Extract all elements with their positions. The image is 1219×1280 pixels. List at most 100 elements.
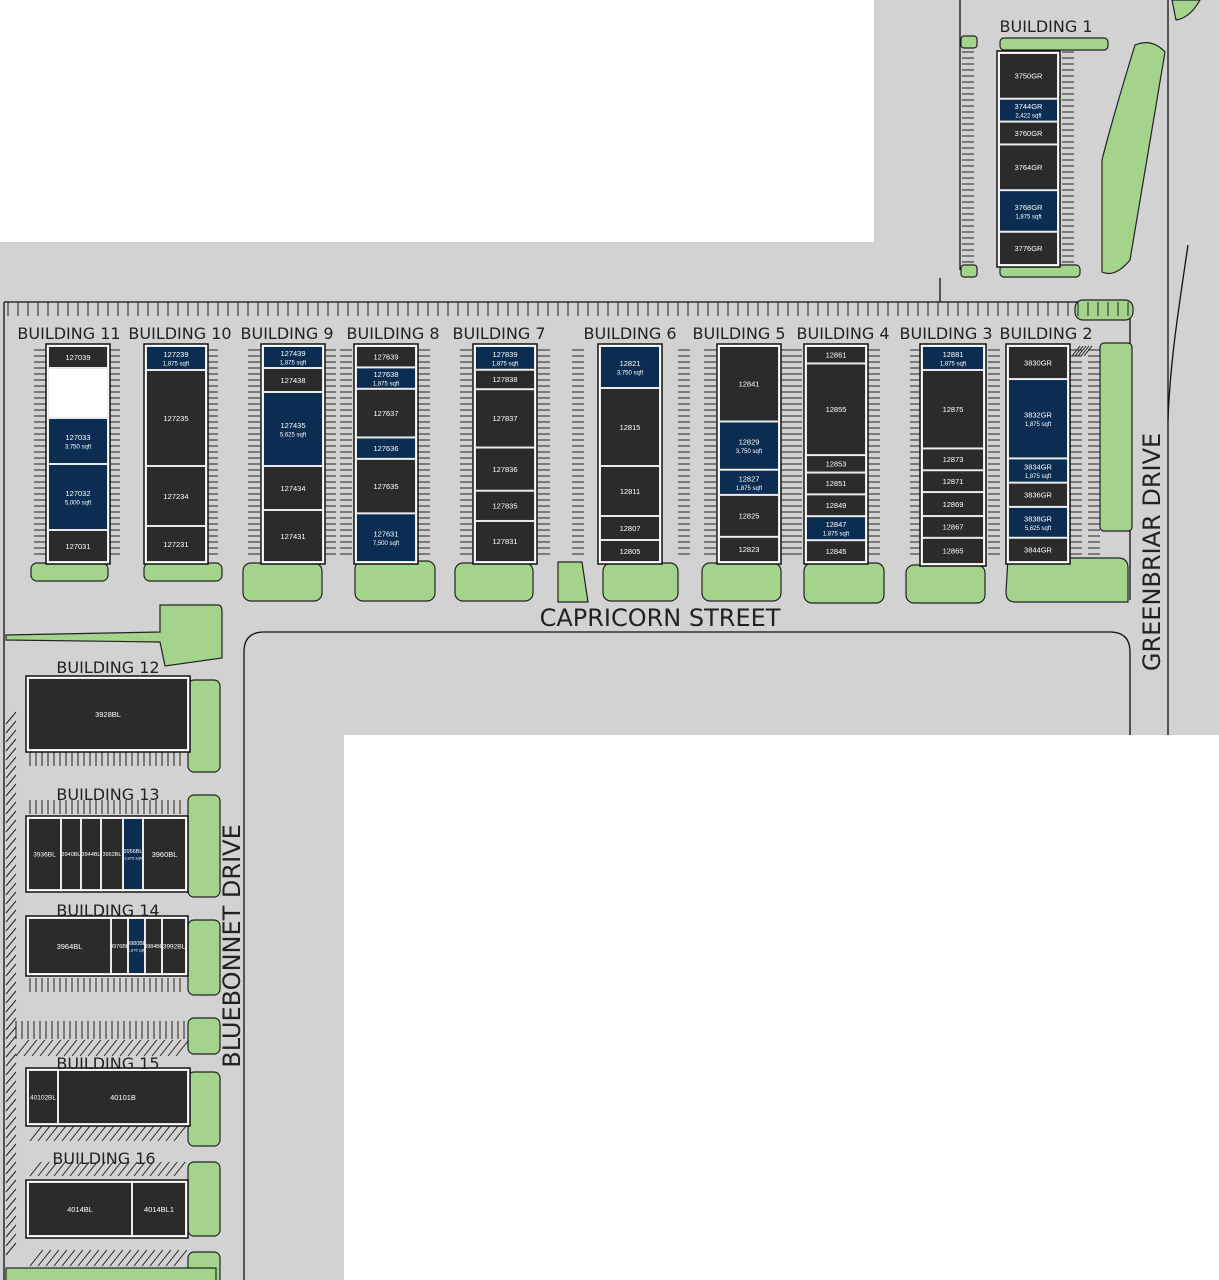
unit-3952BL[interactable]: 3952BL bbox=[101, 818, 123, 890]
unit-3776GR[interactable]: 3776GR bbox=[999, 231, 1058, 266]
unit-12845[interactable]: 12845 bbox=[806, 540, 866, 563]
unit-12849[interactable]: 12849 bbox=[806, 494, 866, 517]
unit-3964BL[interactable]: 3964BL bbox=[28, 918, 111, 974]
unit-12805[interactable]: 12805 bbox=[600, 540, 660, 562]
unit-127434[interactable]: 127434 bbox=[263, 466, 323, 510]
unit-12811[interactable]: 12811 bbox=[600, 466, 660, 516]
unit-3992BL[interactable]: 3992BL bbox=[162, 918, 186, 974]
unit-3750GR[interactable]: 3750GR bbox=[999, 53, 1058, 99]
unit-12841[interactable]: 12841 bbox=[719, 346, 779, 422]
unit-shape bbox=[922, 537, 984, 565]
unit-127831[interactable]: 127831 bbox=[475, 520, 535, 563]
unit-127235[interactable]: 127235 bbox=[146, 370, 206, 466]
unit-12853[interactable]: 12853 bbox=[806, 455, 866, 473]
unit-127636[interactable]: 127636 bbox=[356, 437, 416, 459]
unit-12871[interactable]: 12871 bbox=[922, 470, 984, 493]
unit-12867[interactable]: 12867 bbox=[922, 516, 984, 538]
unit-id: 12871 bbox=[943, 477, 964, 486]
unit-127835[interactable]: 127835 bbox=[475, 490, 535, 521]
unit-3836GR[interactable]: 3836GR bbox=[1008, 482, 1068, 507]
unit-3944BL[interactable]: 3944BL bbox=[81, 818, 101, 890]
unit-12861[interactable]: 12861 bbox=[806, 346, 866, 364]
unit-127836[interactable]: 127836 bbox=[475, 447, 535, 491]
unit-3830GR[interactable]: 3830GR bbox=[1008, 346, 1068, 380]
unit-12869[interactable]: 12869 bbox=[922, 492, 984, 517]
unit-3960BL[interactable]: 3960BL bbox=[143, 818, 186, 890]
unit-127231[interactable]: 127231 bbox=[146, 526, 206, 562]
unit-127838[interactable]: 127838 bbox=[475, 369, 535, 390]
unit-12815[interactable]: 12815 bbox=[600, 388, 660, 466]
unit-12873[interactable]: 12873 bbox=[922, 448, 984, 471]
unit-12825[interactable]: 12825 bbox=[719, 494, 779, 537]
unit-40102BL[interactable]: 40102BL bbox=[28, 1070, 58, 1124]
unit-127837[interactable]: 127837 bbox=[475, 389, 535, 448]
unit-127234[interactable]: 127234 bbox=[146, 466, 206, 526]
unit-12865[interactable]: 12865 bbox=[922, 537, 984, 565]
unit-4014BL[interactable]: 4014BL bbox=[28, 1182, 132, 1236]
unit-3936BL[interactable]: 3936BL bbox=[28, 818, 61, 890]
unit-12875[interactable]: 12875 bbox=[922, 369, 984, 449]
unit-3940BL[interactable]: 3940BL bbox=[61, 818, 81, 890]
unit-12855[interactable]: 12855 bbox=[806, 363, 866, 456]
unit-3764GR[interactable]: 3764GR bbox=[999, 144, 1058, 191]
unit-4014BL1[interactable]: 4014BL1 bbox=[132, 1182, 186, 1236]
unit-shape bbox=[922, 470, 984, 493]
unit-127639[interactable]: 127639 bbox=[356, 346, 416, 368]
unit-127039[interactable]: 127039 bbox=[48, 346, 108, 368]
unit-3760GR[interactable]: 3760GR bbox=[999, 121, 1058, 145]
building-4[interactable]: BUILDING 4128611285512853128511284912847… bbox=[797, 324, 890, 565]
unit-3976BL[interactable]: 3976BL bbox=[110, 918, 129, 974]
unit-shape bbox=[356, 346, 416, 368]
unit-40101B[interactable]: 40101B bbox=[58, 1070, 188, 1124]
unit-3928BL[interactable]: 3928BL bbox=[28, 678, 188, 750]
unit-127438[interactable]: 127438 bbox=[263, 368, 323, 392]
unit-shape bbox=[475, 369, 535, 390]
unit-id: 127235 bbox=[163, 414, 188, 423]
unit-3984BL[interactable]: 3984BL bbox=[144, 918, 163, 974]
unit-3844GR[interactable]: 3844GR bbox=[1008, 537, 1068, 563]
unit-127635[interactable]: 127635 bbox=[356, 458, 416, 514]
unit-12851[interactable]: 12851 bbox=[806, 472, 866, 495]
unit-blank[interactable] bbox=[48, 368, 108, 418]
unit-127637[interactable]: 127637 bbox=[356, 388, 416, 438]
unit-127431[interactable]: 127431 bbox=[263, 510, 323, 562]
unit-12807[interactable]: 12807 bbox=[600, 516, 660, 540]
unit-12823[interactable]: 12823 bbox=[719, 536, 779, 563]
unit-127031[interactable]: 127031 bbox=[48, 530, 108, 562]
